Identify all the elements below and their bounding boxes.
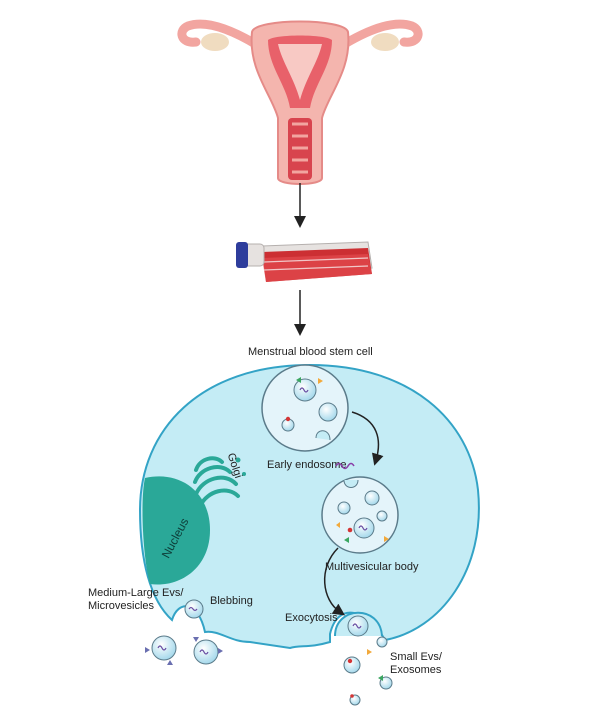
fusion-arrow (324, 547, 345, 616)
early-endosome (261, 364, 349, 452)
nucleus (142, 476, 210, 585)
cell-type-label: Menstrual blood stem cell (248, 346, 373, 358)
budding-vesicle (184, 599, 204, 619)
maturation-arrow (351, 411, 384, 466)
medium-large-evs-label: Medium-Large Evs/ (88, 587, 184, 599)
early-endosome-label: Early endosome (267, 459, 347, 471)
microvesicles (145, 635, 223, 665)
rna-cargo-icon (335, 462, 355, 470)
uterus-illustration (177, 19, 423, 185)
exocytosis-label: Exocytosis (285, 612, 338, 624)
small-evs (343, 636, 393, 706)
blebbing-label: Blebbing (210, 595, 253, 607)
stem-cell (138, 363, 480, 650)
golgi-apparatus (193, 456, 246, 508)
exosomes-label: Exosomes (390, 664, 442, 676)
small-evs-label: Small Evs/ (390, 651, 443, 663)
exosome (347, 615, 369, 637)
microvesicles-label: Microvesicles (88, 600, 155, 612)
cell-culture-flask (236, 241, 373, 282)
multivesicular-body (321, 476, 399, 554)
multivesicular-body-label: Multivesicular body (325, 561, 419, 573)
